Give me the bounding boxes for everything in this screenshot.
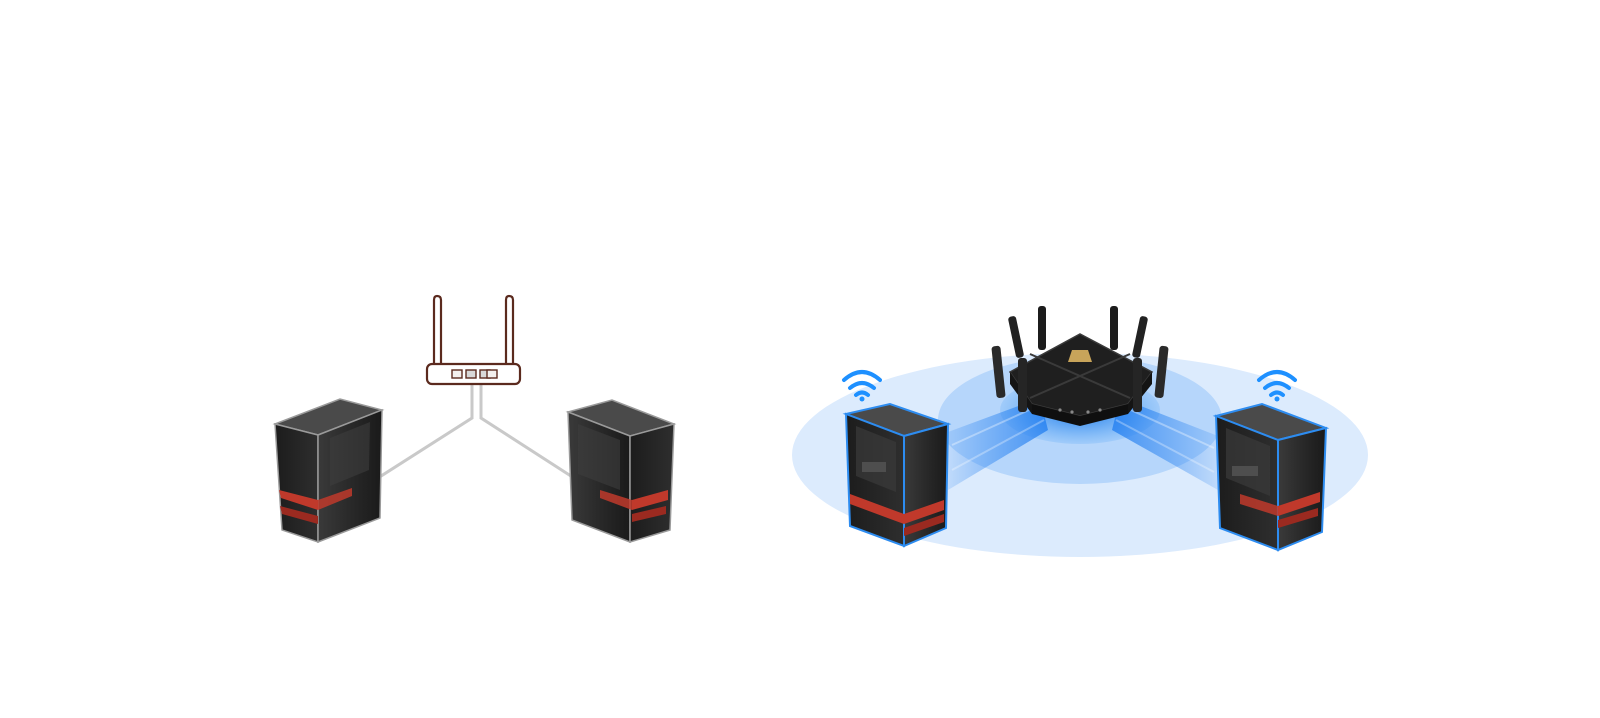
wifi-signal-icon (1257, 370, 1297, 402)
router-port (465, 369, 477, 379)
ethernet-cable (377, 384, 575, 480)
router-port (486, 369, 498, 379)
wireless-setup (792, 306, 1368, 557)
wifi-signal-icon (842, 370, 882, 402)
desktop-pc-tower-icon (842, 402, 952, 548)
desktop-pc-tower-icon (1212, 402, 1330, 552)
desktop-pc-tower-icon (272, 398, 385, 544)
desktop-pc-tower-icon (565, 399, 677, 544)
wired-setup (272, 294, 677, 544)
router-port (451, 369, 463, 379)
gaming-router-icon (991, 306, 1169, 426)
line-router-icon (425, 294, 522, 386)
wifi-beam-right (1112, 398, 1218, 490)
